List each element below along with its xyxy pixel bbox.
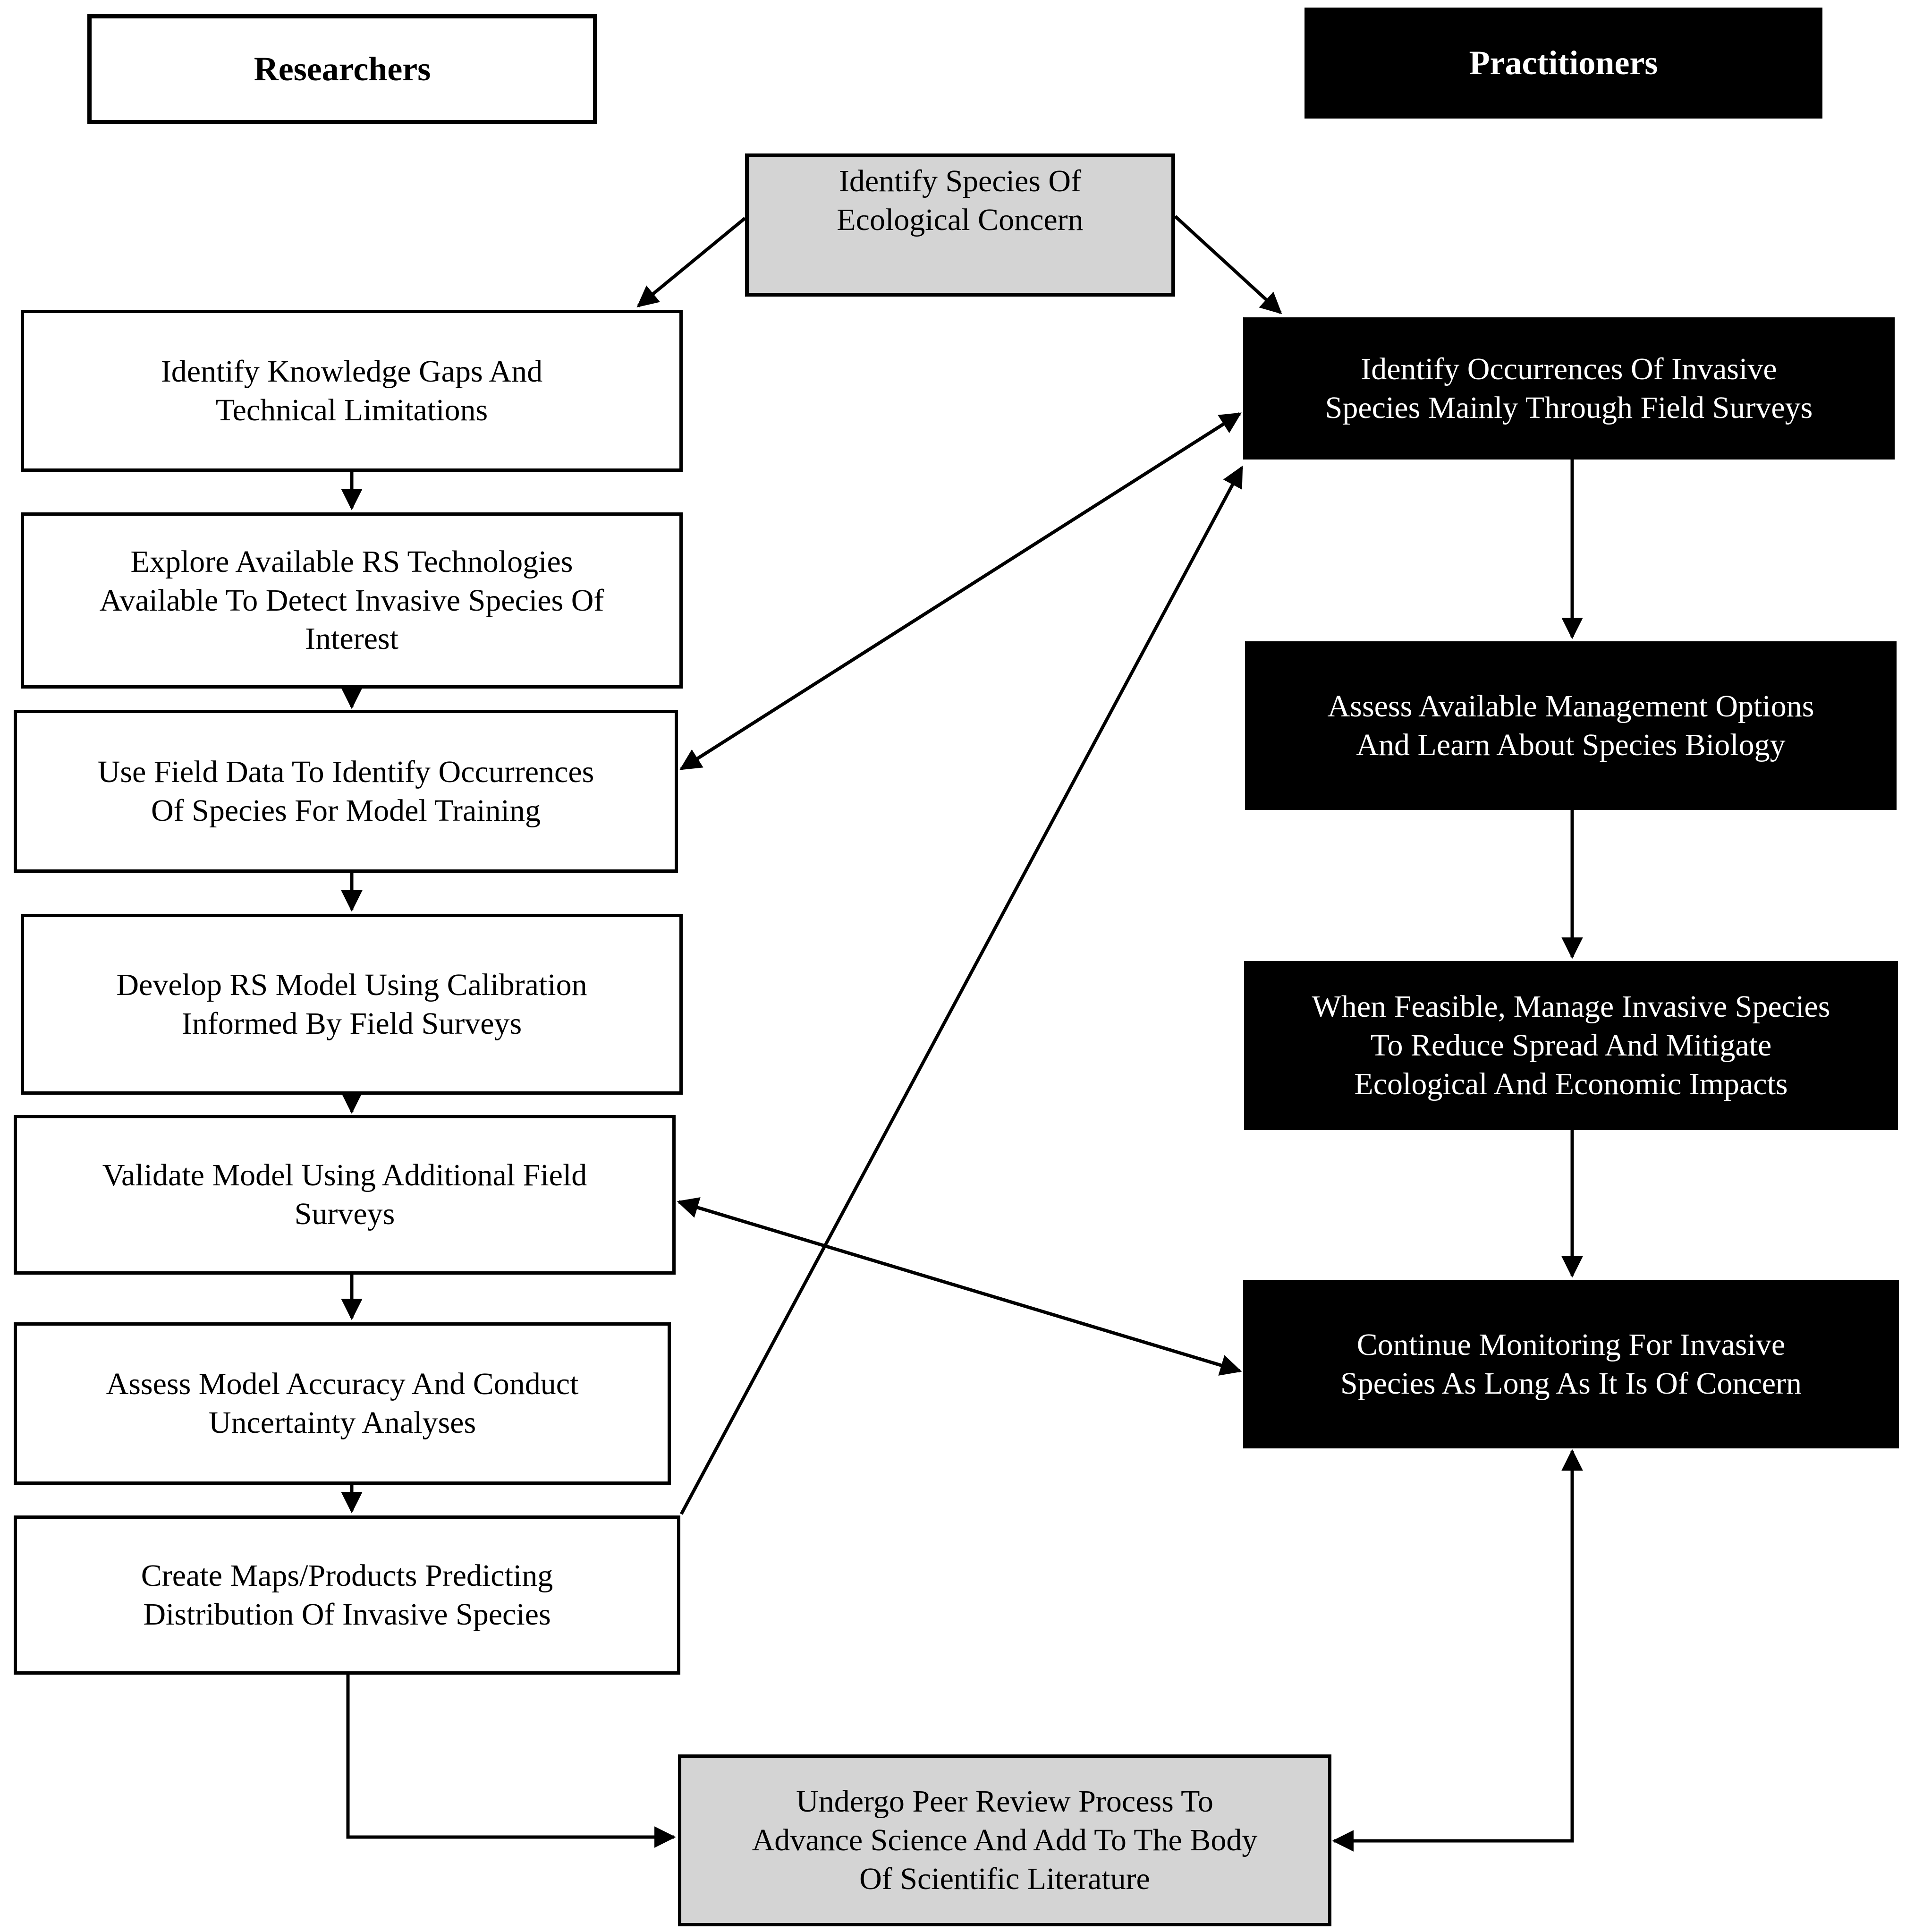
node-validate-model: Validate Model Using Additional Field Su… bbox=[14, 1115, 676, 1275]
arrow-identify-species-to-knowledge-gaps bbox=[636, 217, 746, 307]
node-identify-occurrences-field-surveys: Identify Occurrences Of Invasive Species… bbox=[1243, 317, 1895, 460]
node-identify-species-of-ecological-concern: Identify Species Of Ecological Concern bbox=[745, 153, 1175, 297]
node-assess-model-accuracy: Assess Model Accuracy And Conduct Uncert… bbox=[14, 1322, 671, 1485]
node-identify-knowledge-gaps: Identify Knowledge Gaps And Technical Li… bbox=[21, 310, 683, 472]
node-use-field-data-for-model-training: Use Field Data To Identify Occurrences O… bbox=[14, 710, 678, 873]
arrow-identify-species-to-identify-occurrences bbox=[1174, 215, 1282, 315]
arrow-create-maps-to-peer-review bbox=[346, 1675, 676, 1848]
researchers-column-header: Researchers bbox=[87, 14, 597, 124]
node-explore-rs-technologies: Explore Available RS Technologies Availa… bbox=[21, 512, 683, 689]
arrow-field-data-to-identify-occurrences bbox=[680, 412, 1242, 770]
arrow-continue-monitoring-to-validate-model bbox=[677, 1197, 1241, 1373]
node-develop-rs-model: Develop RS Model Using Calibration Infor… bbox=[21, 914, 683, 1095]
arrow-peer-review-to-continue-monitoring bbox=[1334, 1449, 1583, 1843]
node-create-maps-products: Create Maps/Products Predicting Distribu… bbox=[14, 1515, 680, 1675]
arrow-continue-monitoring-to-peer-review bbox=[1332, 1451, 1574, 1852]
node-undergo-peer-review: Undergo Peer Review Process To Advance S… bbox=[678, 1754, 1331, 1926]
node-assess-management-options: Assess Available Management Options And … bbox=[1245, 641, 1897, 810]
node-manage-invasive-species: When Feasible, Manage Invasive Species T… bbox=[1244, 961, 1898, 1130]
arrow-validate-model-to-continue-monitoring bbox=[678, 1200, 1242, 1376]
node-continue-monitoring: Continue Monitoring For Invasive Species… bbox=[1243, 1280, 1899, 1448]
arrow-create-maps-to-identify-occurrences bbox=[679, 465, 1244, 1515]
practitioners-column-header: Practitioners bbox=[1305, 8, 1822, 119]
arrow-identify-occurrences-to-field-data bbox=[679, 412, 1241, 770]
